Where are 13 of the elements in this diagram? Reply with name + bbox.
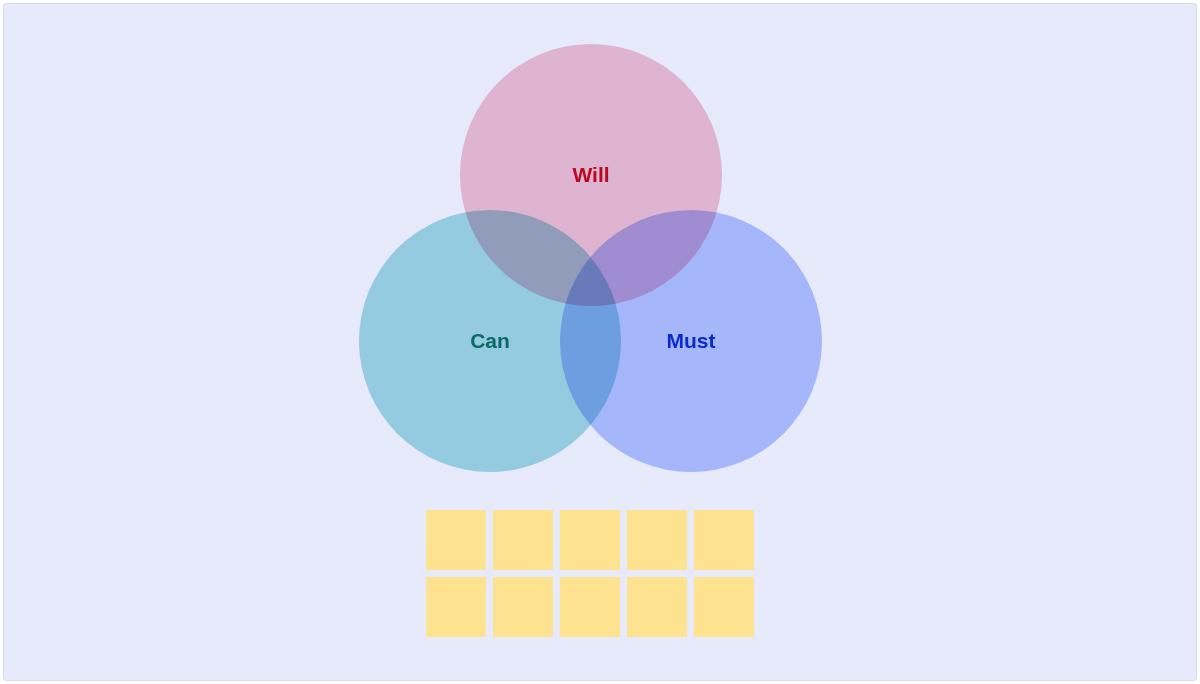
sticky-note	[694, 510, 754, 570]
sticky-note	[493, 577, 553, 637]
circle-label: Must	[666, 329, 716, 353]
sticky-note	[627, 510, 687, 570]
sticky-note	[560, 510, 620, 570]
sticky-note	[627, 577, 687, 637]
sticky-note	[560, 577, 620, 637]
sticky-note	[694, 577, 754, 637]
circle-label: Will	[572, 163, 610, 187]
circle-label: Can	[470, 329, 510, 353]
sticky-note	[426, 577, 486, 637]
sticky-note	[426, 510, 486, 570]
sticky-note	[493, 510, 553, 570]
